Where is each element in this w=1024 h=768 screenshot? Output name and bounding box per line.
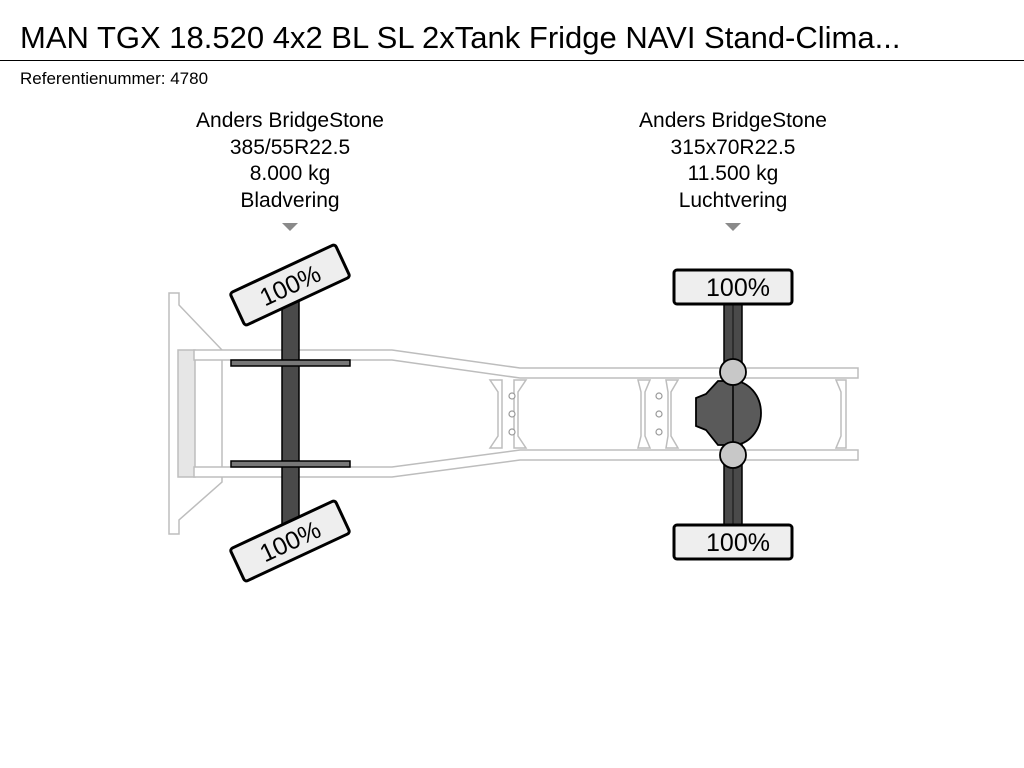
rear-right-tire: 100%: [672, 523, 794, 561]
frame-bolt: [508, 428, 516, 436]
front-leaf-spring-right: [230, 460, 351, 468]
front-axle-load: 8.000 kg: [249, 162, 331, 185]
frame-bolt: [655, 428, 663, 436]
front-leaf-spring-left: [230, 359, 351, 367]
frame-bolt: [508, 410, 516, 418]
rear-hub-top: [719, 358, 747, 386]
rear-axle-marker-icon: [725, 223, 741, 231]
page-title: MAN TGX 18.520 4x2 BL SL 2xTank Fridge N…: [20, 20, 901, 55]
differential: [695, 380, 762, 446]
front-axle-tire-size: 385/55R22.5: [229, 135, 351, 159]
front-axle-suspension: Bladvering: [240, 188, 340, 212]
crossmember-1: [488, 379, 528, 449]
rear-axle-info: Anders BridgeStone 315x70R22.5 11.500 kg…: [603, 108, 863, 214]
rear-axle-suspension: Luchtvering: [678, 188, 788, 212]
front-axle-tire-brand: Anders BridgeStone: [196, 109, 384, 132]
rear-right-tire-tread: 100%: [706, 529, 770, 557]
front-axle-info: Anders BridgeStone 385/55R22.5 8.000 kg …: [160, 108, 420, 214]
front-crossmember: [177, 349, 196, 478]
rear-crossmember: [834, 379, 847, 449]
front-axle-marker-icon: [282, 223, 298, 231]
rear-left-tire-tread: 100%: [706, 274, 770, 302]
crossmember-2: [637, 379, 680, 449]
frame-bolt: [508, 392, 516, 400]
rear-hub-bottom: [719, 441, 747, 469]
rear-axle-tire-brand: Anders BridgeStone: [639, 109, 827, 132]
front-axle-beam: [281, 299, 300, 531]
frame-bolt: [655, 392, 663, 400]
reference-number: Referentienummer: 4780: [20, 69, 209, 88]
chassis-rail-bottom: [193, 449, 859, 478]
rear-axle-tire-size: 315x70R22.5: [670, 135, 796, 159]
frame-bolt: [655, 410, 663, 418]
title-divider: [0, 60, 1024, 61]
rear-axle-load: 11.500 kg: [687, 162, 779, 185]
rear-left-tire: 100%: [672, 268, 794, 306]
